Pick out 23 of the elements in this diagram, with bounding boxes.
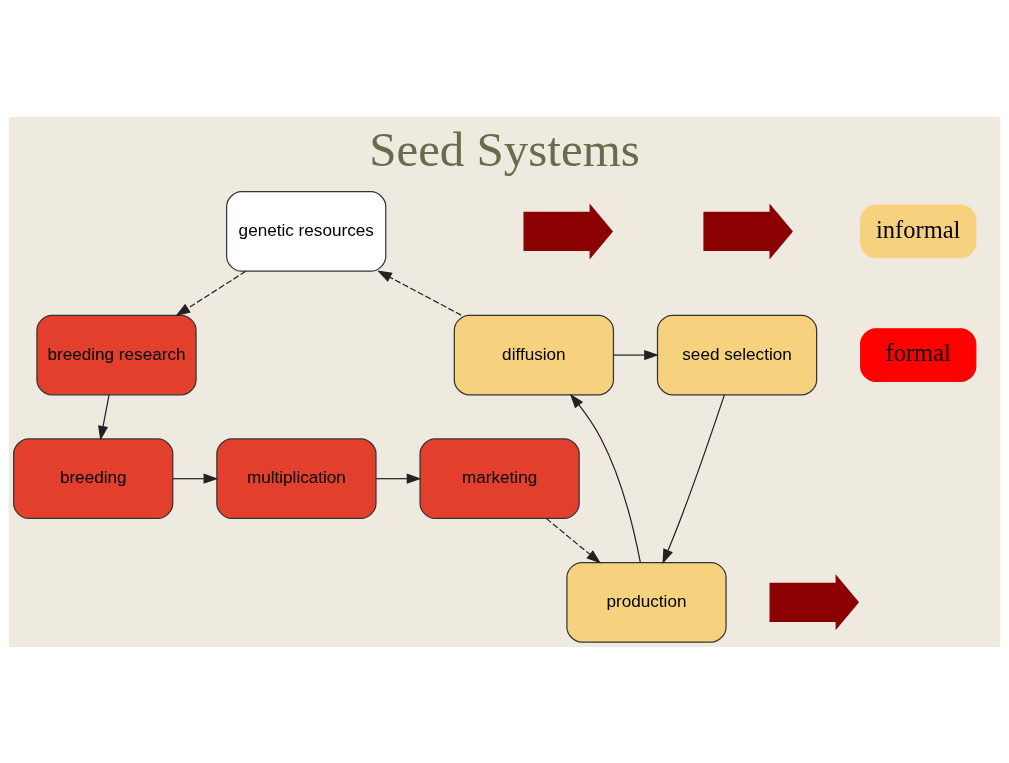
node-box: diffusion xyxy=(453,314,615,395)
arrow xyxy=(662,393,725,564)
arrow xyxy=(613,349,659,360)
node-box: marketing xyxy=(419,437,580,519)
node-box: seed selection xyxy=(656,314,818,395)
arrow xyxy=(545,517,601,564)
node-arrow xyxy=(523,202,613,259)
node-box: production xyxy=(566,561,727,643)
arrow xyxy=(375,473,422,484)
legend-label: informal xyxy=(876,215,961,243)
node-box: breeding xyxy=(13,437,174,519)
legend-label: formal xyxy=(885,338,951,366)
node-box: genetic resources xyxy=(226,190,387,272)
node-arrow xyxy=(703,202,793,259)
diagram-title: Seed Systems xyxy=(369,121,640,177)
arrow xyxy=(175,270,247,316)
node-box: breeding research xyxy=(36,314,197,395)
arrow xyxy=(377,270,462,316)
arrow xyxy=(569,393,641,563)
arrow xyxy=(98,393,110,441)
arrow xyxy=(172,473,219,484)
node-box: multiplication xyxy=(216,437,377,519)
node-arrow xyxy=(769,573,860,630)
